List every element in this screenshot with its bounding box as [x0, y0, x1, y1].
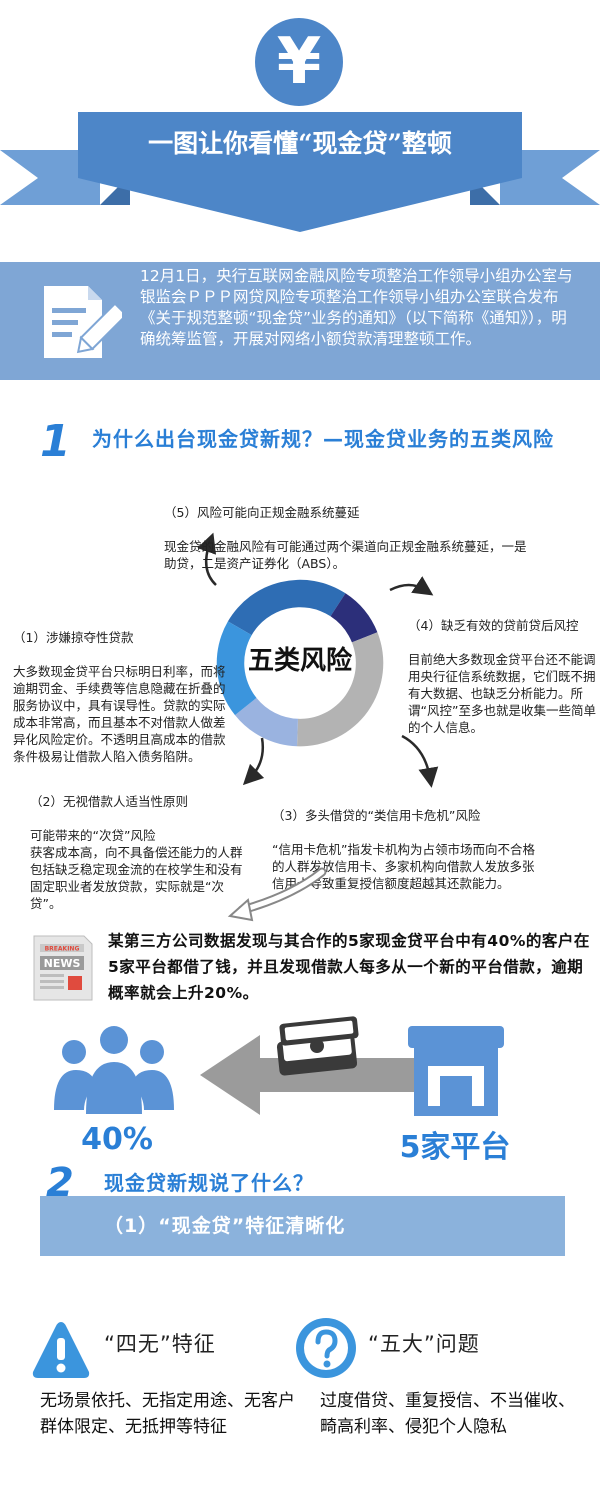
risk-donut [216, 579, 384, 747]
risk-1-body: 大多数现金贷平台只标明日利率，而将逾期罚金、手续费等信息隐藏在折叠的服务协议中，… [13, 664, 226, 764]
subsection-title: （1）“现金贷”特征清晰化 [104, 1215, 346, 1237]
news-icon-caption-top: BREAKING [45, 946, 80, 953]
donut-segment-5 [227, 579, 346, 636]
yen-icon [255, 18, 343, 106]
risk-1: （1）涉嫌掠夺性贷款 大多数现金贷平台只标明日利率，而将逾期罚金、手续费等信息隐… [13, 612, 233, 782]
breaking-news-icon: BREAKING NEWS [33, 935, 93, 1001]
risk-5: （5）风险可能向正规金融系统蔓延 现金贷的金融风险有可能通过两个渠道向正规金融系… [164, 487, 536, 589]
donut-segment-4 [330, 593, 378, 643]
warning-icon [32, 1322, 90, 1378]
document-pencil-icon [44, 286, 122, 358]
intro-text: 12月1日，央行互联网金融风险专项整治工作领导小组办公室与银监会ＰＰＰ网贷风险专… [140, 267, 573, 348]
risk-5-body: 现金贷的金融风险有可能通过两个渠道向正规金融系统蔓延，一是助贷，二是资产证券化（… [164, 539, 527, 571]
people-percentage: 40% [81, 1122, 153, 1157]
risk-3-body: “信用卡危机”指发卡机构为占领市场而向不合格的人群发放信用卡、多家机构向借款人发… [272, 842, 535, 891]
feature-1-body: 无场景依托、无指定用途、无客户群体限定、无抵押等特征 [40, 1391, 295, 1437]
question-icon [296, 1318, 356, 1378]
news-icon-caption: NEWS [44, 957, 81, 970]
risk-4-heading: （4）缺乏有效的贷前贷后风控 [408, 618, 579, 633]
page-title: 一图让你看懂“现金贷”整顿 [148, 129, 452, 158]
news-text: 某第三方公司数据发现与其合作的5家现金贷平台中有40%的客户在5家平台都借了钱，… [108, 932, 590, 1002]
money-stack-icon [276, 1016, 359, 1076]
donut-segment-3 [297, 632, 384, 747]
sketch-arrow [227, 867, 327, 922]
money-flow-graphic [54, 1016, 504, 1116]
donut-center-label: 五类风险 [247, 646, 352, 676]
section-1-title: 为什么出台现金贷新规？—现金贷业务的五类风险 [92, 427, 554, 451]
donut-segment-1 [216, 621, 257, 716]
risk-3-heading: （3）多头借贷的“类信用卡危机”风险 [272, 808, 481, 823]
feature-2-heading: “五大”问题 [368, 1332, 480, 1356]
risk-5-heading: （5）风险可能向正规金融系统蔓延 [164, 505, 360, 520]
risk-3: （3）多头借贷的“类信用卡危机”风险 “信用卡危机”指发卡机构为占领市场而向不合… [272, 790, 544, 909]
platform-count: 5家平台 [399, 1130, 511, 1165]
risk-2-body: 可能带来的“次贷”风险 获客成本高，向不具备偿还能力的人群包括缺乏稳定现金流的在… [30, 828, 243, 911]
header-graphic [0, 112, 600, 232]
subsection-band [40, 1196, 565, 1256]
risk-2-heading: （2）无视借款人适当性原则 [30, 794, 188, 809]
feature-2-body: 过度借贷、重复授信、不当催收、畸高利率、侵犯个人隐私 [320, 1391, 575, 1437]
risk-1-heading: （1）涉嫌掠夺性贷款 [13, 630, 134, 645]
risk-4: （4）缺乏有效的贷前贷后风控 目前绝大多数现金贷平台还不能调用央行征信系统数据，… [408, 600, 596, 753]
feature-1-heading: “四无”特征 [104, 1332, 216, 1356]
yen-symbol: ¥ [276, 25, 322, 99]
people-group-icon [54, 1026, 174, 1114]
donut-segment-2 [235, 697, 298, 747]
storefront-icon [408, 1026, 504, 1116]
section-2-title: 现金贷新规说了什么？ [104, 1171, 314, 1195]
risk-arrows [197, 532, 439, 788]
risk-2: （2）无视借款人适当性原则 可能带来的“次贷”风险 获客成本高，向不具备偿还能力… [30, 776, 244, 929]
section-1-number: 1 [40, 416, 71, 467]
risk-4-body: 目前绝大多数现金贷平台还不能调用央行征信系统数据，它们既不拥有大数据、也缺乏分析… [408, 652, 596, 735]
